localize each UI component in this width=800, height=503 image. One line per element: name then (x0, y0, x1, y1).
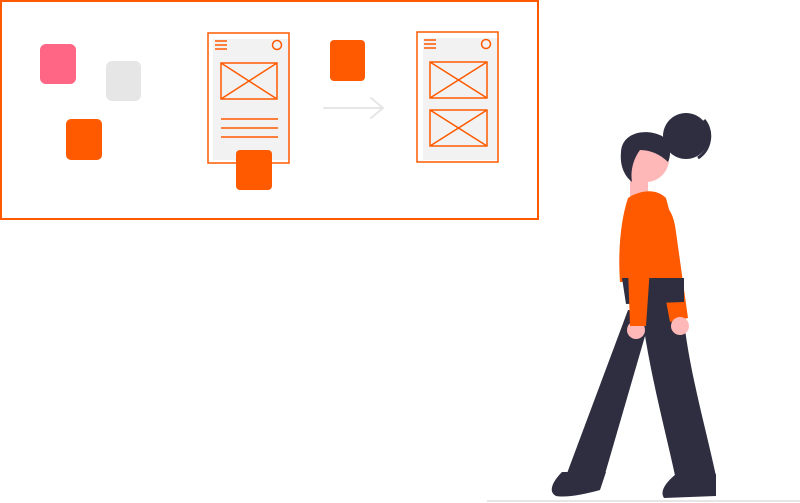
menu-icon (215, 40, 227, 50)
text-lines-icon (221, 118, 278, 138)
sticky-note (40, 44, 76, 84)
avatar-icon (480, 38, 492, 50)
menu-icon (424, 39, 436, 49)
right-arrow-icon (323, 97, 385, 119)
woman-walking (551, 113, 716, 498)
image-placeholder-icon (429, 61, 488, 99)
sticky-note (236, 150, 272, 190)
avatar-icon (271, 39, 283, 51)
wireframe-page-two-images (416, 31, 499, 163)
image-placeholder-icon (220, 62, 278, 100)
wireframe-page-image-text (207, 32, 290, 164)
image-placeholder-icon (429, 109, 488, 147)
sticky-note (330, 40, 365, 81)
sticky-note (66, 119, 102, 160)
sticky-note (106, 61, 141, 101)
